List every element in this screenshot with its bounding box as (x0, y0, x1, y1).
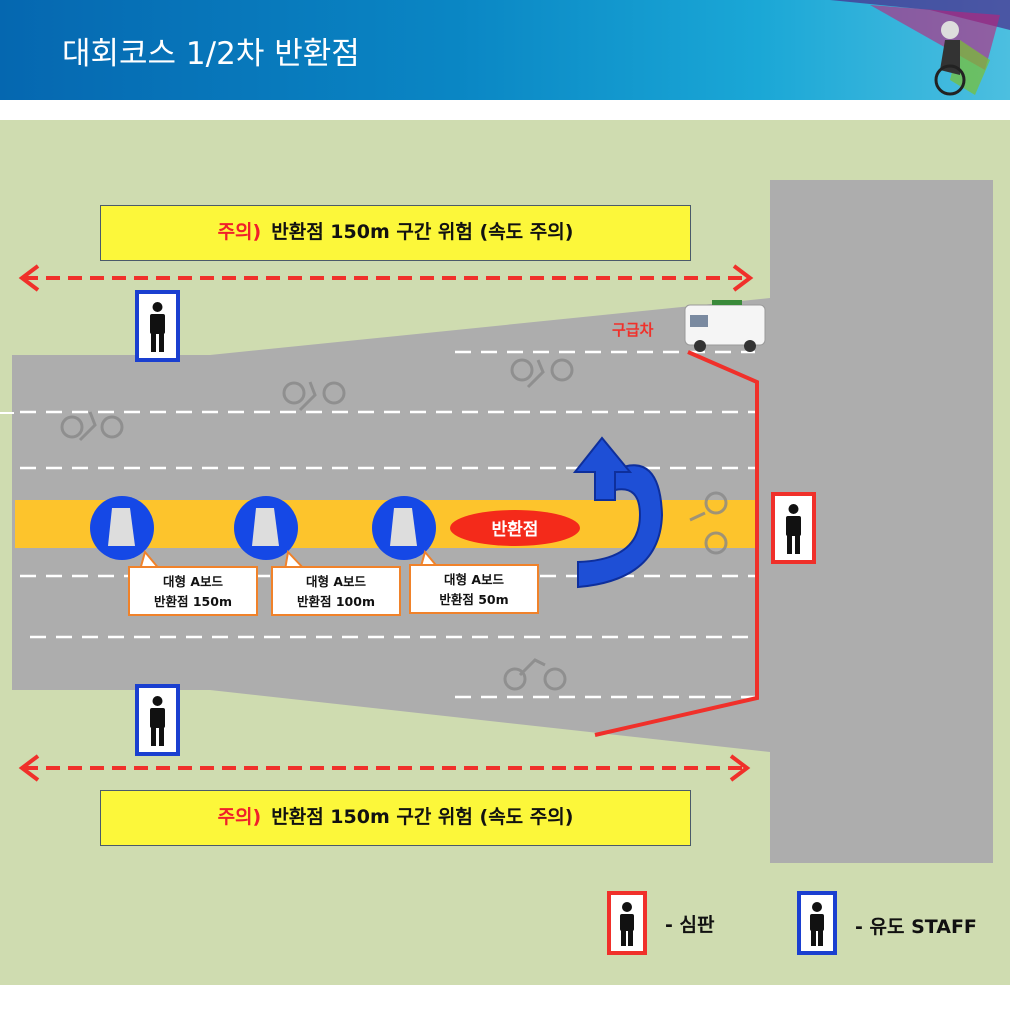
cyclist-icon (510, 358, 574, 389)
person-icon (150, 302, 165, 352)
legend-staff-label: - 유도 STAFF (855, 916, 977, 938)
caution-text: 반환점 150m 구간 위험 (속도 주의) (271, 806, 574, 828)
judge-marker (771, 492, 816, 564)
board-label: 대형 A보드 (162, 574, 224, 589)
legend-staff-icon (797, 891, 837, 955)
course-map: 반환점 구급차 (0, 180, 993, 955)
cyclist-icon (282, 381, 346, 412)
barrier-line (594, 350, 759, 737)
a-board-icon (372, 496, 436, 560)
board-label: 대형 A보드 (305, 574, 367, 589)
caution-text: 반환점 150m 구간 위험 (속도 주의) (271, 221, 574, 243)
cyclist-logo-icon (830, 0, 1010, 96)
ambulance-label: 구급차 (612, 321, 654, 339)
a-board-icon (234, 496, 298, 560)
page-title: 대회코스 1/2차 반환점 (62, 36, 360, 72)
caution-banner-top: 주의) 반환점 150m 구간 위험 (속도 주의) (100, 205, 691, 261)
u-turn-arrow-icon (572, 436, 664, 589)
cyclist-icon (60, 411, 124, 442)
cyclist-icon (503, 658, 567, 691)
staff-marker (135, 684, 180, 756)
board-distance: 반환점 150m (154, 594, 232, 609)
caution-prefix: 주의) (217, 221, 262, 243)
person-icon (786, 504, 801, 554)
turnaround-marker (450, 510, 580, 546)
cyclist-icon (689, 491, 728, 555)
a-board-icon (90, 496, 154, 560)
caution-zone-arrow-bottom (18, 754, 751, 782)
caution-zone-arrow-top (18, 264, 754, 292)
turnaround-label: 반환점 (492, 520, 539, 540)
caution-banner-bottom: 주의) 반환점 150m 구간 위험 (속도 주의) (100, 790, 691, 846)
caution-prefix: 주의) (217, 806, 262, 828)
legend-judge-icon (607, 891, 647, 955)
board-distance: 반환점 50m (439, 592, 509, 607)
course-diagram: 반환점 구급차 주의)반환점 150m 구간 위험 (속도 주의 (0, 120, 1010, 985)
ambulance-icon (684, 300, 766, 352)
person-icon (150, 696, 165, 746)
header-banner: 대회코스 1/2차 반환점 (0, 0, 1010, 100)
board-distance: 반환점 100m (297, 594, 375, 609)
legend-judge-label: - 심판 (665, 914, 715, 936)
staff-marker (135, 290, 180, 362)
board-label: 대형 A보드 (443, 572, 505, 587)
